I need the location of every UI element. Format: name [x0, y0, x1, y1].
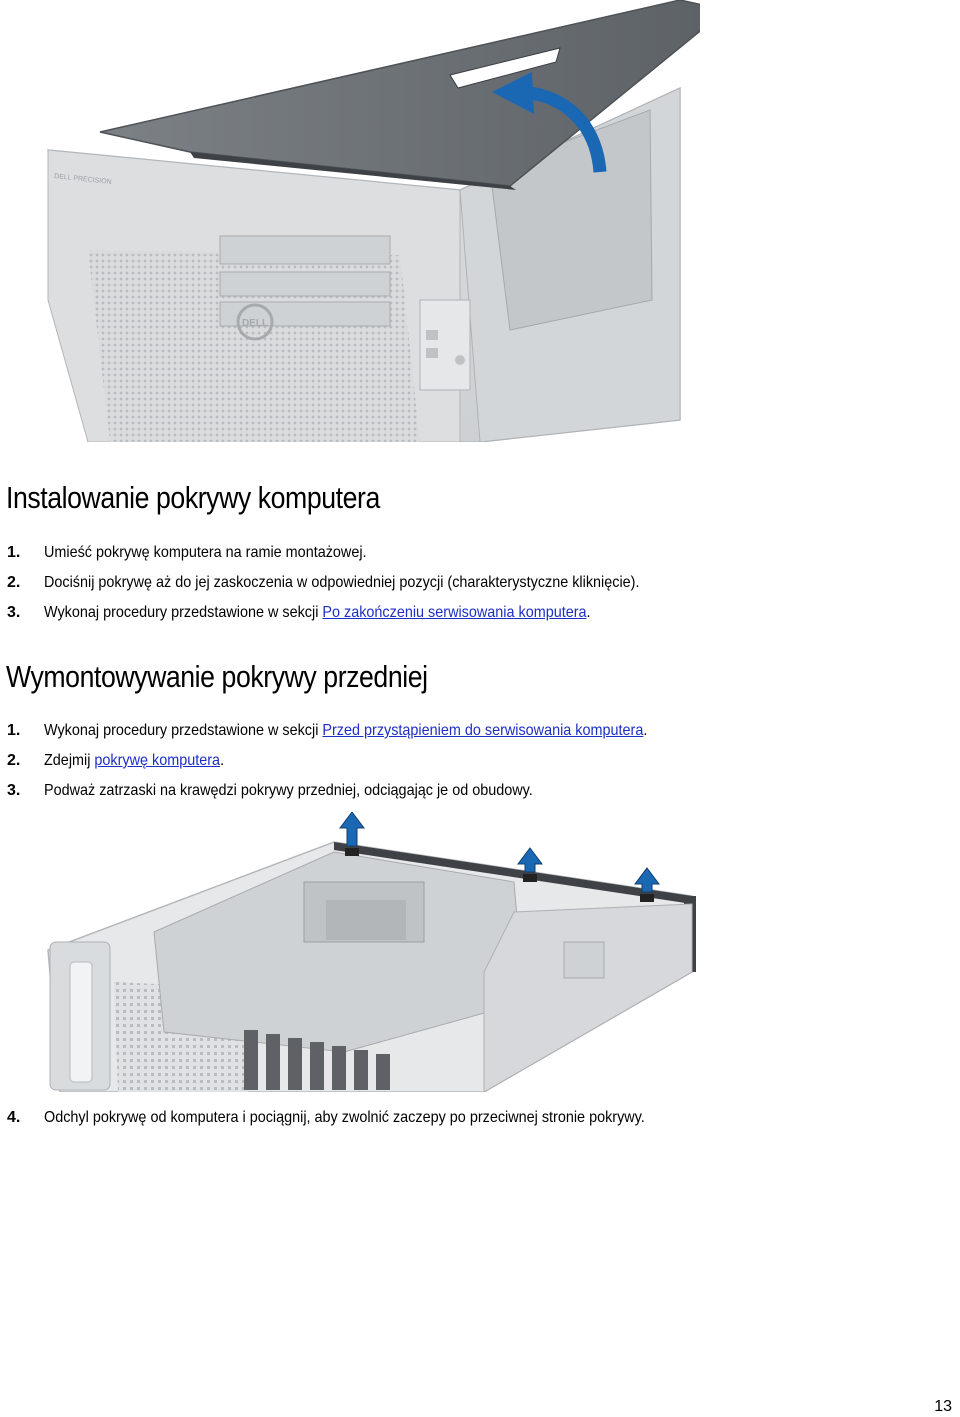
link-after-servicing[interactable]: Po zakończeniu serwisowania komputera — [322, 604, 587, 621]
step-text-pre: Wykonaj procedury przedstawione w sekcji — [44, 604, 323, 621]
cover-installation-illustration: DELL DELL PRECISION — [47, 0, 700, 442]
step-text: Wykonaj procedury przedstawione w sekcji… — [44, 721, 647, 741]
step-text: Odchyl pokrywę od komputera i pociągnij,… — [44, 1109, 645, 1126]
section-title-remove-front-bezel: Wymontowywanie pokrywy przedniej — [6, 659, 428, 694]
dell-logo-icon — [236, 303, 274, 341]
link-before-servicing[interactable]: Przed przystąpieniem do serwisowania kom… — [322, 722, 644, 739]
step-text: Zdejmij pokrywę komputera. — [44, 751, 224, 771]
link-computer-cover[interactable]: pokrywę komputera — [94, 752, 221, 769]
step-text: Dociśnij pokrywę aż do jej zaskoczenia w… — [44, 574, 640, 591]
step-number: 2. — [7, 752, 21, 769]
latch-arrow-icon — [517, 847, 543, 873]
step-text-post: . — [586, 604, 591, 621]
step-number: 4. — [7, 1109, 21, 1126]
step-number: 3. — [7, 782, 21, 799]
step-text-post: . — [643, 722, 648, 739]
step-number: 2. — [7, 574, 21, 591]
step-text-pre: Wykonaj procedury przedstawione w sekcji — [44, 722, 323, 739]
step-text-pre: Zdejmij — [44, 752, 95, 769]
dell-logo-text: DELL — [242, 318, 268, 329]
figure-front-bezel-latches — [44, 812, 704, 1092]
step-number: 1. — [7, 722, 21, 739]
step-text: Wykonaj procedury przedstawione w sekcji… — [44, 603, 591, 623]
computer-cover-panel — [99, 0, 700, 187]
section-title-install-cover: Instalowanie pokrywy komputera — [6, 480, 380, 515]
latch-arrow-icon — [634, 867, 660, 893]
step-text: Umieść pokrywę komputera na ramie montaż… — [44, 544, 367, 561]
step-number: 3. — [7, 604, 21, 621]
step-text: Podważ zatrzaski na krawędzi pokrywy prz… — [44, 782, 533, 799]
bezel-latches-illustration — [47, 812, 696, 1092]
step-text-post: . — [220, 752, 225, 769]
page-number: 13 — [934, 1398, 952, 1415]
figure-cover-installation: DELL DELL PRECISION — [40, 0, 700, 442]
step-number: 1. — [7, 544, 21, 561]
latch-arrow-icon — [339, 812, 365, 847]
